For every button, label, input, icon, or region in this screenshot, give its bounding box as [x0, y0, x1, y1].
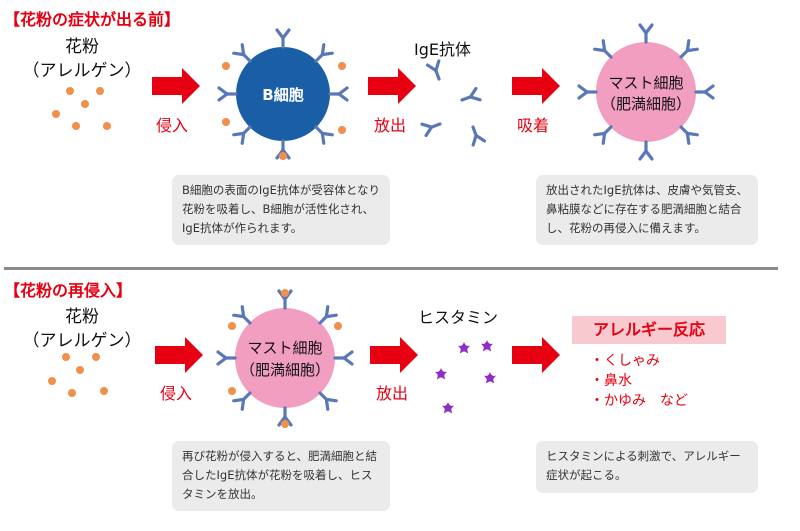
y-shaped-antibody-icon: [275, 28, 291, 49]
mast-cell-sublabel: （肥満細胞）: [239, 361, 330, 379]
right-arrow-icon: [512, 337, 560, 373]
y-shaped-antibody-icon: [328, 86, 349, 102]
histamine-star-icon: [484, 372, 496, 384]
right-arrow-icon: [370, 337, 418, 373]
adsorb-label: 吸着: [517, 116, 550, 135]
right-arrow-icon: [155, 337, 203, 373]
pollen-label: 花粉: [65, 37, 99, 57]
explanation-note: B細胞の表面のIgE抗体が受容体となり花粉を吸着し、B細胞が活性化され、IgE抗…: [172, 175, 390, 245]
histamine-label: ヒスタミン: [418, 308, 499, 327]
right-arrow-icon: [152, 68, 200, 104]
symptom-item: ・かゆみ など: [590, 393, 688, 409]
mast-cell-diagram-2: [216, 289, 354, 428]
free-antibodies: [420, 59, 487, 147]
section1-title: 【花粉の症状が出る前】: [4, 10, 181, 29]
mast-cell-label: マスト細胞: [608, 74, 684, 92]
release-label: 放出: [376, 384, 409, 403]
pollen-cluster-1: [52, 87, 111, 130]
section2-title: 【花粉の再侵入】: [4, 281, 133, 300]
explanation-note: ヒスタミンによる刺激で、アレルギー症状が起こる。: [536, 441, 758, 493]
histamine-star-icon: [435, 368, 447, 380]
explanation-note: 再び花粉が侵入すると、肥満細胞と結合したIgE抗体が花粉を吸着し、ヒスタミンを放…: [172, 441, 390, 511]
mast-cell-sublabel: （肥満細胞）: [600, 95, 691, 113]
histamine-star-icon: [458, 342, 470, 354]
b-cell-label: B細胞: [262, 86, 304, 104]
pollen-cluster-2: [48, 353, 108, 397]
invade-label: 侵入: [160, 384, 193, 403]
section-divider: [4, 267, 778, 270]
allergen-label: （アレルゲン）: [22, 61, 142, 81]
allergy-reaction-title: アレルギー反応: [572, 316, 726, 344]
release-label: 放出: [374, 116, 407, 135]
symptom-item: ・鼻水: [590, 373, 632, 389]
histamine-star-icon: [481, 340, 493, 352]
symptom-item: ・くしゃみ: [590, 353, 660, 369]
histamine-cluster: [435, 340, 496, 414]
mast-cell-label: マスト細胞: [247, 339, 323, 357]
y-shaped-antibody-icon: [217, 86, 238, 102]
b-cell-diagram: [217, 28, 349, 160]
mast-cell-diagram-1: [577, 23, 715, 161]
explanation-note: 放出されたIgE抗体は、皮膚や気管支、鼻粘膜などに存在する肥満細胞と結合し、花粉…: [536, 175, 758, 245]
pollen-label: 花粉: [65, 307, 99, 327]
right-arrow-icon: [512, 68, 560, 104]
histamine-star-icon: [442, 402, 454, 414]
invade-label: 侵入: [156, 116, 189, 135]
allergen-label: （アレルゲン）: [22, 331, 142, 351]
ige-antibody-label: IgE抗体: [414, 40, 471, 59]
right-arrow-icon: [368, 68, 416, 104]
